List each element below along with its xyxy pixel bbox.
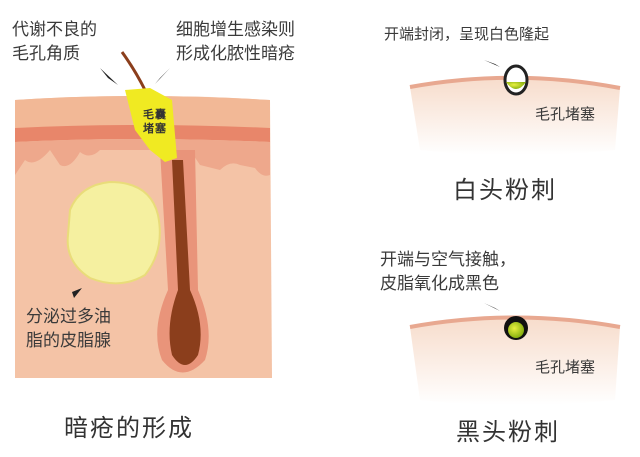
label-infection: 细胞增生感染则 形成化脓性暗疮 <box>176 20 295 64</box>
hair-shaft <box>120 51 147 91</box>
arrow-blackhead-icon <box>484 303 500 311</box>
title-blackhead: 黑头粉刺 <box>456 418 560 446</box>
arrow-whitehead-icon <box>484 60 500 67</box>
follicle-plug <box>125 88 177 162</box>
title-whitehead: 白头粉刺 <box>453 176 557 204</box>
whitehead-icon <box>503 64 529 96</box>
plug-label: 毛囊 堵塞 <box>143 108 167 135</box>
arrow-keratin-icon <box>100 68 118 85</box>
label-whitehead-desc: 开端封闭，呈现白色隆起 <box>384 25 550 43</box>
label-pore-blocked-bottom: 毛孔堵塞 <box>535 358 596 376</box>
title-acne-formation: 暗疮的形成 <box>64 414 194 442</box>
arrow-infection-icon <box>155 68 170 84</box>
label-sebaceous-gland: 分泌过多油 脂的皮脂腺 <box>26 307 111 351</box>
hair-follicle <box>169 160 201 365</box>
label-blackhead-desc: 开端与空气接触， 皮脂氧化成黑色 <box>380 250 516 294</box>
whitehead-illustration <box>409 60 621 155</box>
skin-cross-section <box>15 51 272 378</box>
blackhead-illustration <box>409 303 621 405</box>
arrow-gland-icon <box>72 288 82 298</box>
label-pore-blocked-top: 毛孔堵塞 <box>535 105 596 123</box>
sebaceous-gland <box>66 180 161 285</box>
label-keratin: 代谢不良的 毛孔角质 <box>12 20 97 64</box>
